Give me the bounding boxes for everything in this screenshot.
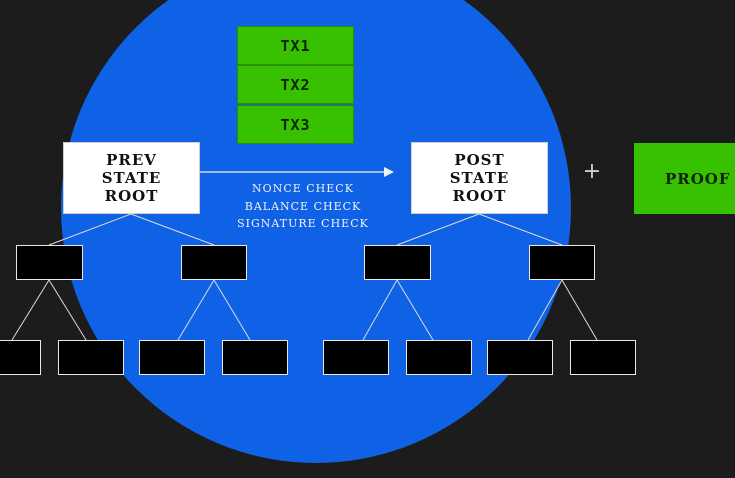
left-tree-leaf bbox=[139, 340, 205, 375]
prev-root-line-1: PREV bbox=[106, 151, 157, 169]
post-root-line-2: STATE bbox=[449, 169, 510, 187]
right-tree-edges bbox=[362, 213, 598, 341]
left-tree-leaf bbox=[222, 340, 288, 375]
prev-root-line-2: STATE bbox=[101, 169, 162, 187]
transition-arrowhead bbox=[384, 167, 394, 177]
post-root-line-3: ROOT bbox=[452, 187, 507, 205]
nonce-check-label: NONCE CHECK bbox=[252, 182, 354, 195]
balance-check-label: BALANCE CHECK bbox=[244, 199, 362, 213]
left-tree-leaf bbox=[0, 340, 41, 375]
tx3-box: TX3 bbox=[237, 105, 354, 144]
post-root-line-1: POST bbox=[454, 151, 505, 169]
left-tree-edges bbox=[11, 213, 251, 341]
right-tree-leaf bbox=[406, 340, 472, 375]
left-tree-leaf bbox=[58, 340, 124, 375]
signature-check-label: SIGNATURE CHECK bbox=[237, 217, 369, 230]
left-tree-node bbox=[181, 245, 247, 280]
proof-box: PROOF bbox=[634, 143, 735, 214]
validation-checks: NONCE CHECK BALANCE CHECK SIGNATURE CHEC… bbox=[222, 180, 384, 233]
left-tree-node bbox=[16, 245, 83, 280]
plus-symbol: + bbox=[582, 159, 602, 184]
right-tree-leaf bbox=[487, 340, 553, 375]
tx2-box: TX2 bbox=[237, 65, 354, 104]
right-tree-leaf bbox=[323, 340, 389, 375]
prev-state-root-box: PREV STATE ROOT bbox=[63, 142, 200, 214]
tx1-box: TX1 bbox=[237, 26, 354, 65]
right-tree-node bbox=[529, 245, 595, 280]
right-tree-leaf bbox=[570, 340, 636, 375]
right-tree-node bbox=[364, 245, 431, 280]
prev-root-line-3: ROOT bbox=[104, 187, 159, 205]
post-state-root-box: POST STATE ROOT bbox=[411, 142, 548, 214]
